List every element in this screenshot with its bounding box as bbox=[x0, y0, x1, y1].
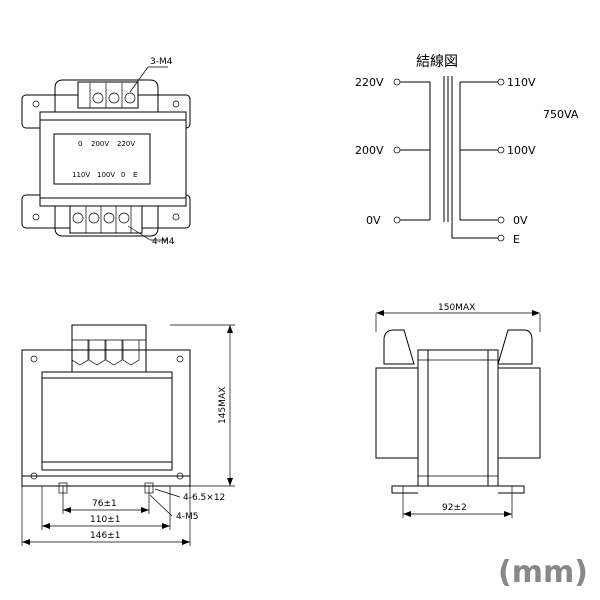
dim-76: 76±1 bbox=[92, 499, 117, 509]
secondary-110v: 110V bbox=[507, 76, 536, 89]
plate-label-220v: 220V bbox=[117, 140, 135, 148]
hole-label: 4-6.5×12 bbox=[183, 493, 225, 503]
height-dim: 145MAX bbox=[218, 387, 228, 424]
top-view bbox=[21, 66, 191, 241]
side-view bbox=[375, 310, 541, 518]
plate-label-0-b: 0 bbox=[121, 171, 125, 179]
dim-146: 146±1 bbox=[90, 531, 120, 541]
screw-label: 4-M5 bbox=[176, 512, 198, 522]
base-dim: 92±2 bbox=[442, 503, 467, 513]
plate-label-0: 0 bbox=[78, 140, 82, 148]
plate-label-100v: 100V bbox=[97, 171, 115, 179]
plate-label-110v: 110V bbox=[72, 171, 90, 179]
wiring-diagram bbox=[393, 76, 505, 242]
primary-220v: 220V bbox=[355, 76, 384, 89]
secondary-e: E bbox=[513, 233, 520, 246]
secondary-0v: 0V bbox=[513, 214, 528, 227]
front-view bbox=[21, 324, 235, 546]
unit-label: (mm) bbox=[498, 555, 588, 590]
primary-200v: 200V bbox=[355, 144, 384, 157]
dim-110: 110±1 bbox=[90, 515, 120, 525]
primary-0v: 0V bbox=[366, 214, 381, 227]
plate-label-200v: 200V bbox=[91, 140, 109, 148]
bottom-terminal-label: 4-M4 bbox=[152, 237, 175, 247]
top-terminal-label: 3-M4 bbox=[150, 57, 173, 67]
wiring-title: 結線図 bbox=[416, 54, 458, 70]
secondary-100v: 100V bbox=[507, 144, 536, 157]
rating-label: 750VA bbox=[543, 108, 579, 121]
width-dim: 150MAX bbox=[438, 303, 475, 313]
plate-label-e: E bbox=[133, 171, 137, 179]
